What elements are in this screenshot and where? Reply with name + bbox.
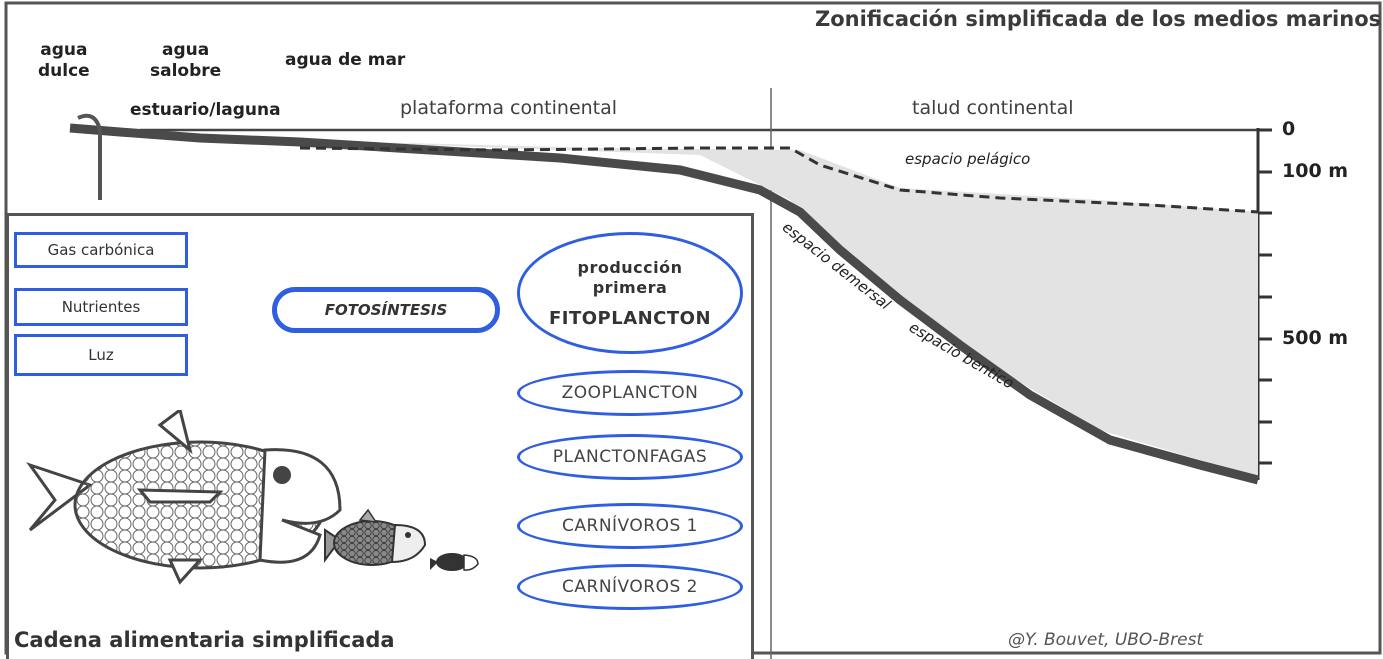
- input-nutrients: Nutrientes: [14, 288, 188, 326]
- pelagic-boundary: [299, 146, 1259, 214]
- small-fish: [430, 553, 479, 571]
- depth-ticks: [1258, 128, 1272, 465]
- water-mass: [290, 140, 1258, 478]
- zooplankton-node: ZOOPLANCTON: [517, 370, 743, 416]
- label-continental-shelf: plataforma continental: [400, 97, 618, 119]
- carnivores-1-node: CARNÍVOROS 1: [517, 503, 743, 549]
- phytoplankton-node: producción primera FITOPLANCTON: [517, 232, 743, 354]
- input-light: Luz: [14, 334, 188, 376]
- depth-0: 0: [1282, 118, 1296, 140]
- carnivores-2-node: CARNÍVOROS 2: [517, 564, 743, 610]
- label-pelagic-space: espacio pelágico: [905, 150, 1031, 168]
- fish-illustration: [26, 410, 479, 585]
- planktivores-node: PLANCTONFAGAS: [517, 434, 743, 480]
- photosynthesis-node: FOTOSÍNTESIS: [272, 287, 500, 333]
- label-continental-slope: talud continental: [912, 97, 1074, 119]
- credit: @Y. Bouvet, UBO-Brest: [1008, 630, 1204, 650]
- label-brackish-water: agua salobre: [150, 40, 222, 81]
- seabed-profile: [69, 123, 1260, 485]
- main-title: Zonificación simplificada de los medios …: [815, 7, 1382, 31]
- label-sea-water: agua de mar: [285, 50, 406, 70]
- depth-100: 100 m: [1282, 160, 1349, 182]
- big-fish: [26, 410, 342, 585]
- estuary-connector: [77, 113, 102, 200]
- depth-500: 500 m: [1282, 327, 1349, 349]
- label-fresh-water: agua dulce: [38, 40, 90, 81]
- medium-fish: [324, 508, 427, 566]
- primary-production-label: producción primera: [577, 257, 683, 297]
- label-estuary: estuario/laguna: [130, 100, 281, 120]
- food-chain-title: Cadena alimentaria simplificada: [14, 628, 395, 652]
- input-carbon-dioxide: Gas carbónica: [14, 232, 188, 268]
- phytoplankton-label: FITOPLANCTON: [548, 307, 712, 329]
